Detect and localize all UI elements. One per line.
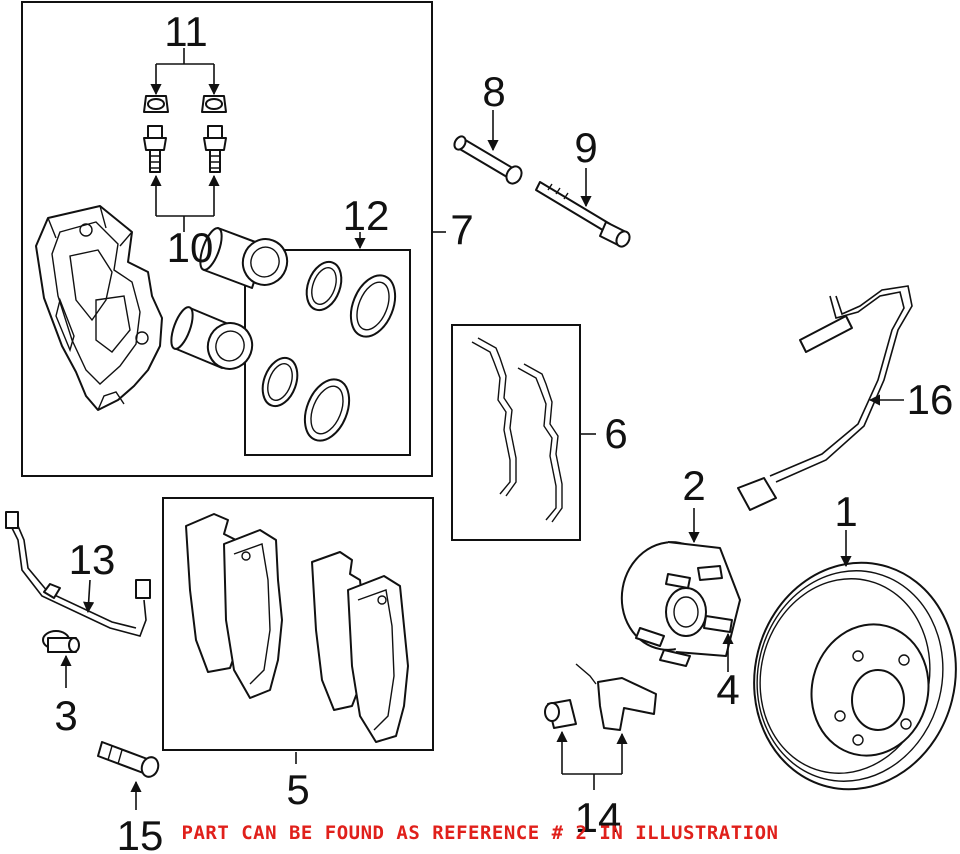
wheel-hub xyxy=(620,541,741,667)
callout-5: 5 xyxy=(286,766,309,813)
callout-9: 9 xyxy=(574,124,597,171)
clip-box xyxy=(451,324,581,541)
reference-notice: PART CAN BE FOUND AS REFERENCE # 2 IN IL… xyxy=(181,822,779,844)
callout-11: 11 xyxy=(164,8,208,55)
callout-4: 4 xyxy=(716,666,739,713)
bleeder-screws xyxy=(143,125,227,173)
callout-13: 13 xyxy=(69,536,116,583)
callout-16: 16 xyxy=(907,376,954,423)
callout-15: 15 xyxy=(117,812,164,854)
anti-rattle-clips xyxy=(471,337,563,523)
caliper-housing xyxy=(35,205,163,411)
piston-lower xyxy=(170,306,254,370)
sleeve xyxy=(97,741,160,778)
pad-set-box xyxy=(162,497,434,751)
callout-6: 6 xyxy=(604,410,627,457)
guide-pin xyxy=(453,135,523,185)
brake-pads xyxy=(185,513,409,743)
wheel-speed-sensor xyxy=(544,663,657,731)
brake-rotor xyxy=(753,561,957,791)
seal-rings xyxy=(261,260,397,442)
callout-14: 14 xyxy=(575,794,622,841)
bleeder-caps xyxy=(143,95,227,113)
caliper-assembly-box xyxy=(21,1,433,477)
callout-12: 12 xyxy=(343,192,390,239)
callout-2: 2 xyxy=(682,462,705,509)
caliper-bolt xyxy=(535,181,631,248)
piston-upper xyxy=(199,227,289,289)
leader-lines xyxy=(60,48,904,810)
brake-hose xyxy=(5,511,151,637)
abs-sensor-harness xyxy=(737,285,913,511)
callout-1: 1 xyxy=(834,488,857,535)
banjo-bolt xyxy=(42,630,80,653)
callout-10: 10 xyxy=(167,224,214,271)
callout-3: 3 xyxy=(54,692,77,739)
callout-7: 7 xyxy=(450,206,473,253)
callout-8: 8 xyxy=(482,68,505,115)
